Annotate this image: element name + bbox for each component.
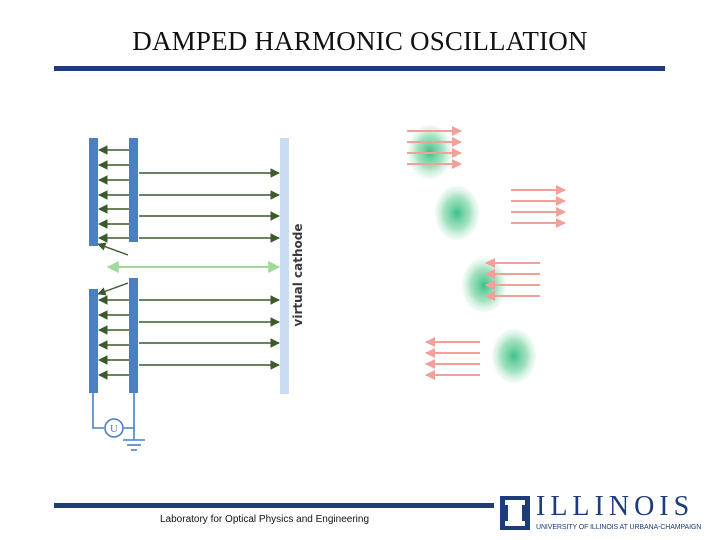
slide-title: DAMPED HARMONIC OSCILLATION bbox=[132, 26, 588, 56]
field-arrows-upper-gap bbox=[98, 145, 129, 243]
cathode-lower bbox=[89, 289, 98, 393]
ground-icon bbox=[123, 439, 145, 451]
field-arrows-lower-long bbox=[139, 295, 280, 370]
logo-wordmark: ILLINOIS bbox=[536, 491, 695, 522]
field-arrows-lower-gap bbox=[98, 295, 129, 380]
illinois-logo: ILLINOIS UNIVERSITY OF ILLINOIS AT URBAN… bbox=[500, 491, 715, 532]
electron-cloud-3 bbox=[462, 258, 506, 312]
diagonal-arrow-upper bbox=[97, 242, 129, 256]
footer-divider bbox=[54, 503, 494, 508]
anode-lower bbox=[129, 278, 138, 393]
pulse-arrows-2 bbox=[511, 185, 566, 228]
pulse-arrows-1 bbox=[407, 126, 462, 169]
block-i-icon bbox=[500, 496, 530, 530]
diagonal-arrow-lower bbox=[97, 282, 129, 296]
electron-cloud-4 bbox=[492, 329, 536, 383]
cathode-upper bbox=[89, 138, 98, 246]
field-arrows-upper-long bbox=[139, 168, 280, 243]
bias-circuit bbox=[92, 393, 135, 440]
electron-cloud-2 bbox=[435, 186, 479, 240]
logo-subtitle: UNIVERSITY OF ILLINOIS AT URBANA-CHAMPAI… bbox=[536, 524, 702, 531]
anode-upper bbox=[129, 138, 138, 242]
voltage-source-symbol: U bbox=[110, 423, 118, 435]
pulse-arrows-4 bbox=[425, 337, 480, 380]
virtual-cathode-label: virtual cathode bbox=[291, 224, 305, 327]
title-divider bbox=[54, 66, 665, 71]
footer-lab-name: Laboratory for Optical Physics and Engin… bbox=[160, 514, 370, 525]
pulse-arrows-3 bbox=[485, 258, 540, 301]
virtual-cathode-plate bbox=[280, 138, 289, 394]
voltage-source-icon bbox=[104, 418, 124, 438]
